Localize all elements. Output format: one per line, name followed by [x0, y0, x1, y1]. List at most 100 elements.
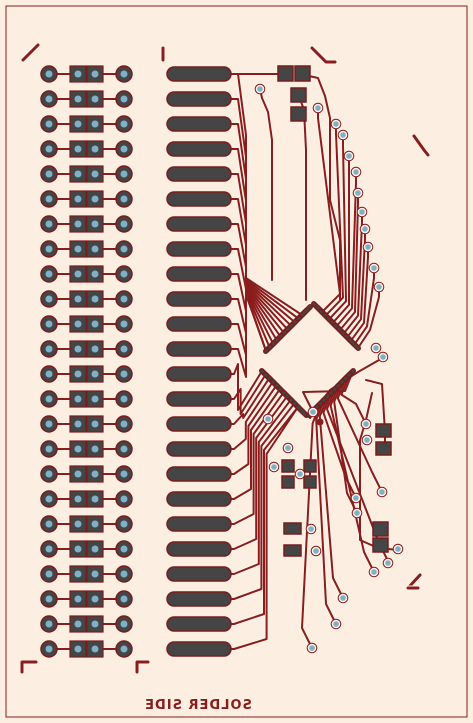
smd-pad: [375, 441, 392, 456]
chip-trace: [315, 398, 337, 625]
via: [361, 434, 373, 446]
via: [310, 545, 322, 557]
smd-pad: [372, 537, 389, 553]
chip-trace: [302, 370, 354, 413]
via: [305, 523, 317, 535]
edge-finger-pad: [166, 566, 232, 582]
chip-trace: [326, 388, 390, 564]
edge-finger-pad: [166, 466, 232, 482]
connector-pin: [40, 165, 133, 183]
connector-pin: [40, 290, 133, 308]
smd-pad: [290, 106, 307, 122]
via: [268, 461, 280, 473]
connector-pin: [40, 115, 133, 133]
connector-pin: [40, 415, 133, 433]
chip-trace: [259, 88, 273, 281]
connector-pin: [40, 515, 133, 533]
via: [312, 102, 324, 114]
connector-pin: [40, 640, 133, 658]
via: [392, 543, 404, 555]
via: [350, 166, 362, 178]
smd-pad: [283, 544, 302, 557]
via: [337, 129, 349, 141]
via: [330, 118, 342, 130]
chip-pin: [347, 337, 361, 351]
connector-pin: [40, 140, 133, 158]
smd-pad: [281, 459, 295, 473]
smd-pad: [303, 475, 317, 489]
via: [294, 468, 306, 480]
chip-trace: [299, 73, 341, 301]
via: [373, 281, 385, 293]
smd-pad: [281, 475, 295, 489]
finger-trace: [230, 377, 271, 425]
finger-trace: [230, 98, 300, 320]
edge-finger-pad: [166, 491, 232, 507]
finger-trace: [230, 293, 267, 378]
finger-trace: [230, 373, 267, 415]
edge-finger-pad: [166, 416, 232, 432]
corner-mark: [412, 134, 430, 157]
finger-trace: [230, 406, 299, 650]
connector-pin: [40, 190, 133, 208]
via: [368, 566, 380, 578]
connector-pin: [40, 65, 133, 83]
connector-pin: [40, 265, 133, 283]
connector-pin: [40, 615, 133, 633]
via: [362, 241, 374, 253]
smd-pad: [375, 423, 392, 438]
via: [262, 413, 274, 425]
edge-finger-pad: [166, 116, 232, 132]
finger-trace: [230, 223, 282, 338]
connector-pin: [40, 90, 133, 108]
via: [370, 342, 382, 354]
finger-trace: [230, 363, 263, 411]
via: [350, 492, 362, 504]
connector-pin: [40, 490, 133, 508]
edge-finger-pad: [166, 266, 232, 282]
via: [359, 223, 371, 235]
edge-finger-pad: [166, 391, 232, 407]
edge-finger-pad: [166, 141, 232, 157]
edge-finger-pad: [166, 316, 232, 332]
edge-finger-pad: [166, 166, 232, 182]
connector-pin: [40, 440, 133, 458]
corner-mark: [310, 46, 337, 64]
via: [351, 507, 363, 519]
connector-pin: [40, 540, 133, 558]
finger-trace: [230, 123, 296, 324]
finger-trace: [230, 148, 293, 327]
smd-pad: [283, 522, 302, 535]
via: [382, 557, 394, 569]
edge-finger-pad: [166, 516, 232, 532]
edge-finger-pad: [166, 541, 232, 557]
via: [377, 351, 389, 363]
via: [360, 418, 372, 430]
finger-trace: [230, 384, 278, 475]
chip-trace: [318, 395, 344, 599]
edge-finger-pad: [166, 241, 232, 257]
connector-pin: [40, 315, 133, 333]
smd-pad: [290, 87, 307, 103]
smd-pad: [294, 65, 311, 82]
edge-finger-pad: [166, 441, 232, 457]
connector-pin: [40, 340, 133, 358]
edge-finger-pad: [166, 91, 232, 107]
finger-trace: [230, 398, 292, 575]
smd-pad: [277, 65, 294, 82]
connector-pin: [40, 240, 133, 258]
connector-pin: [40, 215, 133, 233]
connector-pin: [40, 390, 133, 408]
finger-trace: [230, 198, 285, 334]
edge-finger-pad: [166, 366, 232, 382]
edge-finger-pad: [166, 66, 232, 82]
via: [306, 642, 318, 654]
via: [376, 486, 388, 498]
via: [352, 187, 364, 199]
edge-finger-pad: [166, 216, 232, 232]
via: [337, 592, 349, 604]
connector-pin: [40, 590, 133, 608]
via: [282, 442, 294, 454]
chip-trace: [365, 379, 386, 449]
